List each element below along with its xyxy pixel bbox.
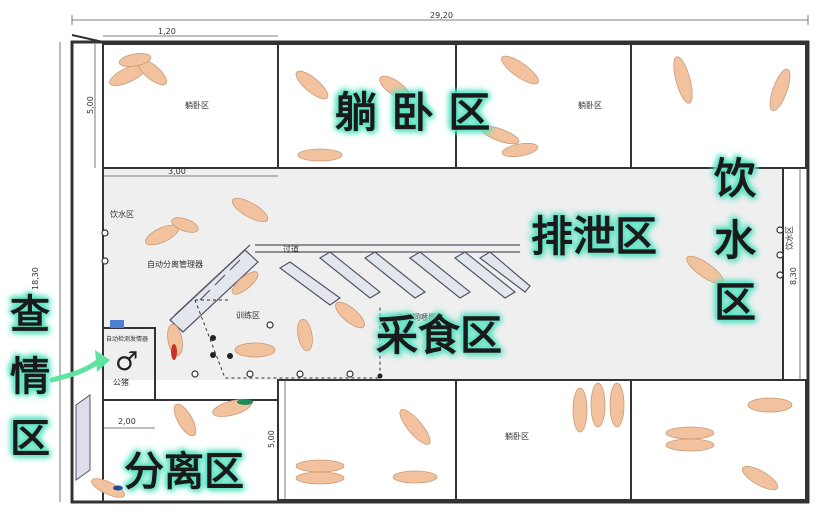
bottom-pens xyxy=(277,379,807,501)
gates xyxy=(210,335,383,379)
label-lying-bottom: 躺卧区 xyxy=(505,432,529,441)
label-passage: 过道 xyxy=(283,245,299,254)
big-label-excretion: 排泄区 xyxy=(531,212,658,261)
label-drinking-right: 饮水区 xyxy=(785,226,794,250)
feeding-stations xyxy=(169,244,531,333)
label-drinking-left: 饮水区 xyxy=(110,210,134,219)
big-label-heat-check-char-1: 查 xyxy=(10,292,50,338)
label-lying-top-2: 躺卧区 xyxy=(578,101,602,110)
big-label-drinking-char-3: 区 xyxy=(714,278,757,327)
heat-check-arrowhead xyxy=(95,350,110,372)
label-boar: 公猪 xyxy=(113,378,129,387)
big-label-heat-check-char-3: 区 xyxy=(10,416,50,462)
label-auto-heat-detector: 自动检测发情器 xyxy=(106,336,149,343)
big-label-feeding: 采食区 xyxy=(376,311,503,360)
big-label-drinking-char-2: 水 xyxy=(714,216,757,265)
dim-left-bottom-width: 2,00 xyxy=(118,417,136,426)
label-feeder-unit: 单位饲喂器 xyxy=(396,313,436,322)
drinkers xyxy=(101,226,784,378)
dim-pen-depth-bottom: 5,00 xyxy=(267,430,276,448)
big-label-lying: 躺 卧 区 xyxy=(335,88,491,137)
dim-pen-depth-top: 5,00 xyxy=(86,96,95,114)
big-label-heat-check: 查 情 区 xyxy=(10,295,50,459)
label-training-area: 训练区 xyxy=(236,311,260,320)
big-label-drinking: 饮 水 区 xyxy=(714,158,756,324)
big-label-separation: 分离区 xyxy=(124,449,244,495)
male-symbol-icon: ♂ xyxy=(115,347,139,377)
heat-detector-box xyxy=(75,320,124,481)
dimension-lines xyxy=(59,15,809,502)
dim-total-width: 29,20 xyxy=(430,11,453,20)
dim-entry-width: 1,20 xyxy=(158,27,176,36)
dim-right-height: 8,30 xyxy=(789,267,798,285)
label-lying-top-1: 躺卧区 xyxy=(185,101,209,110)
pigs xyxy=(91,53,793,498)
marked-pigs xyxy=(113,344,253,491)
label-auto-sort-manager: 自动分离管理器 xyxy=(147,260,203,269)
big-label-heat-check-char-2: 情 xyxy=(10,354,50,400)
dim-total-height: 18,30 xyxy=(31,267,40,290)
dim-pen-width-mid: 3,00 xyxy=(168,167,186,176)
heat-check-arrow xyxy=(49,357,103,383)
big-label-drinking-char-1: 饮 xyxy=(714,154,757,203)
